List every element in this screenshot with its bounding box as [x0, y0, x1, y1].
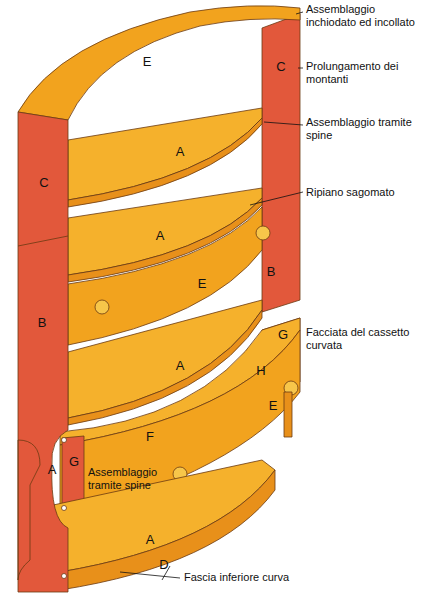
part-letter: C [273, 60, 289, 75]
part-letter: B [263, 265, 279, 280]
dowel [62, 574, 67, 579]
part-letter: A [142, 533, 158, 548]
callout-note: Facciata del cassetto curvata [306, 326, 422, 351]
dowel [62, 506, 67, 511]
part-letter: B [34, 316, 50, 331]
part-letter: G [275, 328, 291, 343]
part-letter: E [139, 55, 155, 70]
arch-top [18, 6, 300, 120]
leader-line [250, 192, 303, 205]
top-shelf [68, 108, 262, 200]
callout-note: Assemblaggio inchiodato ed incollato [306, 3, 422, 28]
dowel [62, 438, 67, 443]
left-upright [18, 112, 68, 592]
part-letter: A [44, 463, 60, 478]
part-letter: C [36, 176, 52, 191]
callout-note: Assemblaggio tramite spine [88, 466, 168, 491]
leader-line [298, 68, 303, 69]
part-letter: D [156, 558, 172, 573]
drawer-knob [256, 226, 270, 240]
part-letter: A [172, 145, 188, 160]
callout-note: Fascia inferiore curva [184, 571, 384, 584]
part-letter: A [172, 359, 188, 374]
callout-note: Assemblaggio tramite spine [306, 116, 422, 141]
part-letter: G [66, 455, 82, 470]
leader-line [120, 572, 180, 578]
part-letter: A [152, 229, 168, 244]
right-upright [262, 14, 300, 312]
part-letter: E [194, 277, 210, 292]
leader-line [296, 12, 303, 14]
part-letter: E [265, 399, 281, 414]
upright-joint [18, 236, 68, 246]
leader-line [264, 122, 303, 125]
callout-note: Prolungamento dei montanti [306, 60, 422, 85]
callout-note: Ripiano sagomato [306, 186, 422, 199]
drawer-knob [95, 300, 109, 314]
leg [284, 392, 292, 437]
part-letter: H [253, 364, 269, 379]
part-letter: F [142, 430, 158, 445]
